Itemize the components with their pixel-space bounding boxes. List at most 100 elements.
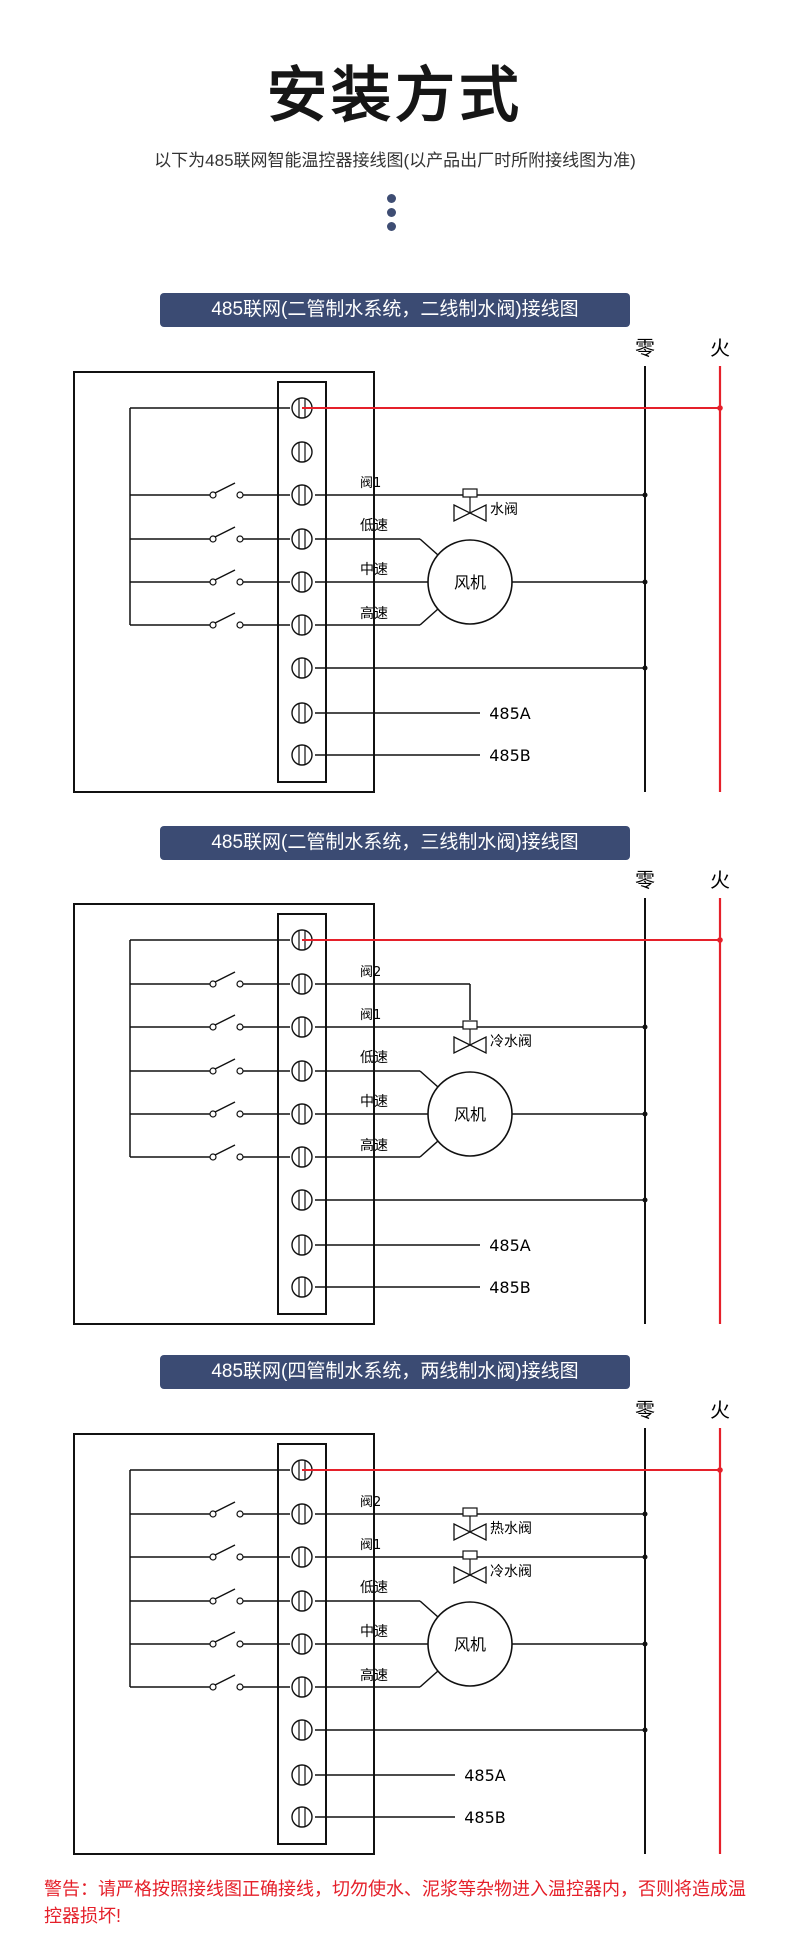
switch-contact: [236, 1023, 244, 1031]
diagram-2-title: 485联网(二管制水系统，三线制水阀)接线图: [160, 826, 630, 860]
switch-contact: [236, 1597, 244, 1605]
relay-switch: [130, 1588, 290, 1605]
mid-speed-label: 中速: [360, 562, 388, 578]
terminal-screw-icon: [291, 614, 313, 636]
terminal-row: [291, 397, 313, 766]
valve-label: 水阀: [490, 502, 518, 518]
485b-label: 485B: [489, 746, 531, 765]
valve1-label: 阀1: [360, 476, 381, 491]
switch-contact: [209, 491, 217, 499]
switch-contact: [236, 621, 244, 629]
terminal-screw-icon: [291, 1146, 313, 1168]
mid-speed-label: 中速: [360, 1094, 388, 1110]
high-speed-label: 高速: [360, 1667, 388, 1684]
fan-label: 风机: [454, 1635, 486, 1654]
valve2-label: 阀2: [360, 965, 381, 980]
relay-switch: [130, 526, 290, 543]
switch-blade: [214, 1501, 236, 1513]
valve-icon: [453, 1507, 487, 1542]
relay-switch: [130, 1501, 290, 1518]
fan-label: 风机: [454, 1105, 486, 1124]
low-speed-label: 低速: [360, 518, 388, 534]
terminal-screw-icon: [291, 702, 313, 724]
valve-label: 热水阀: [490, 1521, 532, 1537]
terminal-screw-icon: [291, 657, 313, 679]
switch-contact: [209, 1110, 217, 1118]
wiring-diagram-1-svg: 零 火 阀1 水阀 低速 中速 高速 风机 485A 485B: [73, 336, 730, 793]
terminal-screw-icon: [291, 1016, 313, 1038]
switch-blade: [214, 1544, 236, 1556]
switch-contact: [236, 1110, 244, 1118]
wiring-diagram-1: 零 火 阀1 水阀 低速 中速 高速 风机 485A 485B: [60, 330, 740, 800]
485b-label: 485B: [464, 1808, 506, 1827]
relay-switch: [130, 569, 290, 586]
switch-contact: [236, 1553, 244, 1561]
switch-contact: [236, 980, 244, 988]
switch-contact: [236, 1153, 244, 1161]
switch-blade: [214, 1101, 236, 1113]
terminal-screw-icon: [291, 1103, 313, 1125]
neutral-label: 零: [635, 1398, 655, 1422]
switch-blade: [214, 1588, 236, 1600]
switch-contact: [236, 491, 244, 499]
switch-contact: [209, 1597, 217, 1605]
mid-speed-label: 中速: [360, 1624, 388, 1640]
switch-contact: [209, 1683, 217, 1691]
terminal-screw-icon: [291, 1590, 313, 1612]
wiring-diagram-3-svg: 零 火 阀2 热水阀 阀1 冷水阀 低速 中速 高速 风机 485A 485B: [73, 1398, 730, 1855]
page-subtitle: 以下为485联网智能温控器接线图(以产品出厂时所附接线图为准): [154, 151, 636, 170]
valve1-label: 阀1: [360, 1008, 381, 1023]
switch-contact: [209, 1153, 217, 1161]
page-title: 安装方式: [267, 61, 523, 131]
terminal-screw-icon: [291, 1764, 313, 1786]
valve-label: 冷水阀: [490, 1564, 532, 1580]
switch-contact: [209, 1067, 217, 1075]
terminal-screw-icon: [291, 1546, 313, 1568]
switch-blade: [214, 526, 236, 538]
diagram-1-title: 485联网(二管制水系统，二线制水阀)接线图: [160, 293, 630, 327]
switch-blade: [214, 1631, 236, 1643]
neutral-label: 零: [635, 868, 655, 892]
switch-blade: [214, 1674, 236, 1686]
terminal-screw-icon: [291, 1503, 313, 1525]
valve-icon: [453, 1020, 487, 1055]
switch-contact: [236, 1067, 244, 1075]
terminal-screw-icon: [291, 973, 313, 995]
switch-contact: [236, 578, 244, 586]
terminal-screw-icon: [291, 1189, 313, 1211]
485a-label: 485A: [489, 1236, 531, 1255]
relay-switch: [130, 1014, 290, 1031]
switch-contact: [209, 1553, 217, 1561]
terminal-screw-icon: [291, 528, 313, 550]
fan-label: 风机: [454, 573, 486, 592]
low-speed-label: 低速: [360, 1050, 388, 1066]
live-label: 火: [710, 1398, 730, 1422]
switch-blade: [214, 1014, 236, 1026]
switch-contact: [236, 1510, 244, 1518]
relay-switch: [130, 1631, 290, 1648]
switch-contact: [236, 535, 244, 543]
switch-blade: [214, 482, 236, 494]
relay-switch: [130, 1058, 290, 1075]
switch-contact: [236, 1640, 244, 1648]
terminal-screw-icon: [291, 1676, 313, 1698]
high-speed-label: 高速: [360, 1137, 388, 1154]
switch-contact: [209, 980, 217, 988]
valve-icon: [453, 1550, 487, 1585]
switch-contact: [209, 578, 217, 586]
valve2-label: 阀2: [360, 1495, 381, 1510]
terminal-screw-icon: [291, 1633, 313, 1655]
terminal-screw-icon: [291, 1060, 313, 1082]
relay-switch: [130, 1674, 290, 1691]
switch-blade: [214, 612, 236, 624]
relay-switch: [130, 1144, 290, 1161]
switch-blade: [214, 1144, 236, 1156]
wiring-diagram-2-svg: 零 火 阀2 阀1 冷水阀 低速 中速 高速 风机 485A 485B: [73, 868, 730, 1325]
neutral-label: 零: [635, 336, 655, 360]
switch-blade: [214, 569, 236, 581]
terminal-screw-icon: [291, 1234, 313, 1256]
switch-contact: [209, 535, 217, 543]
warning-text: 警告：请严格按照接线图正确接线，切勿使水、泥浆等杂物进入温控器内，否则将造成温控…: [44, 1879, 746, 1926]
terminal-screw-icon: [291, 1719, 313, 1741]
switch-contact: [209, 621, 217, 629]
